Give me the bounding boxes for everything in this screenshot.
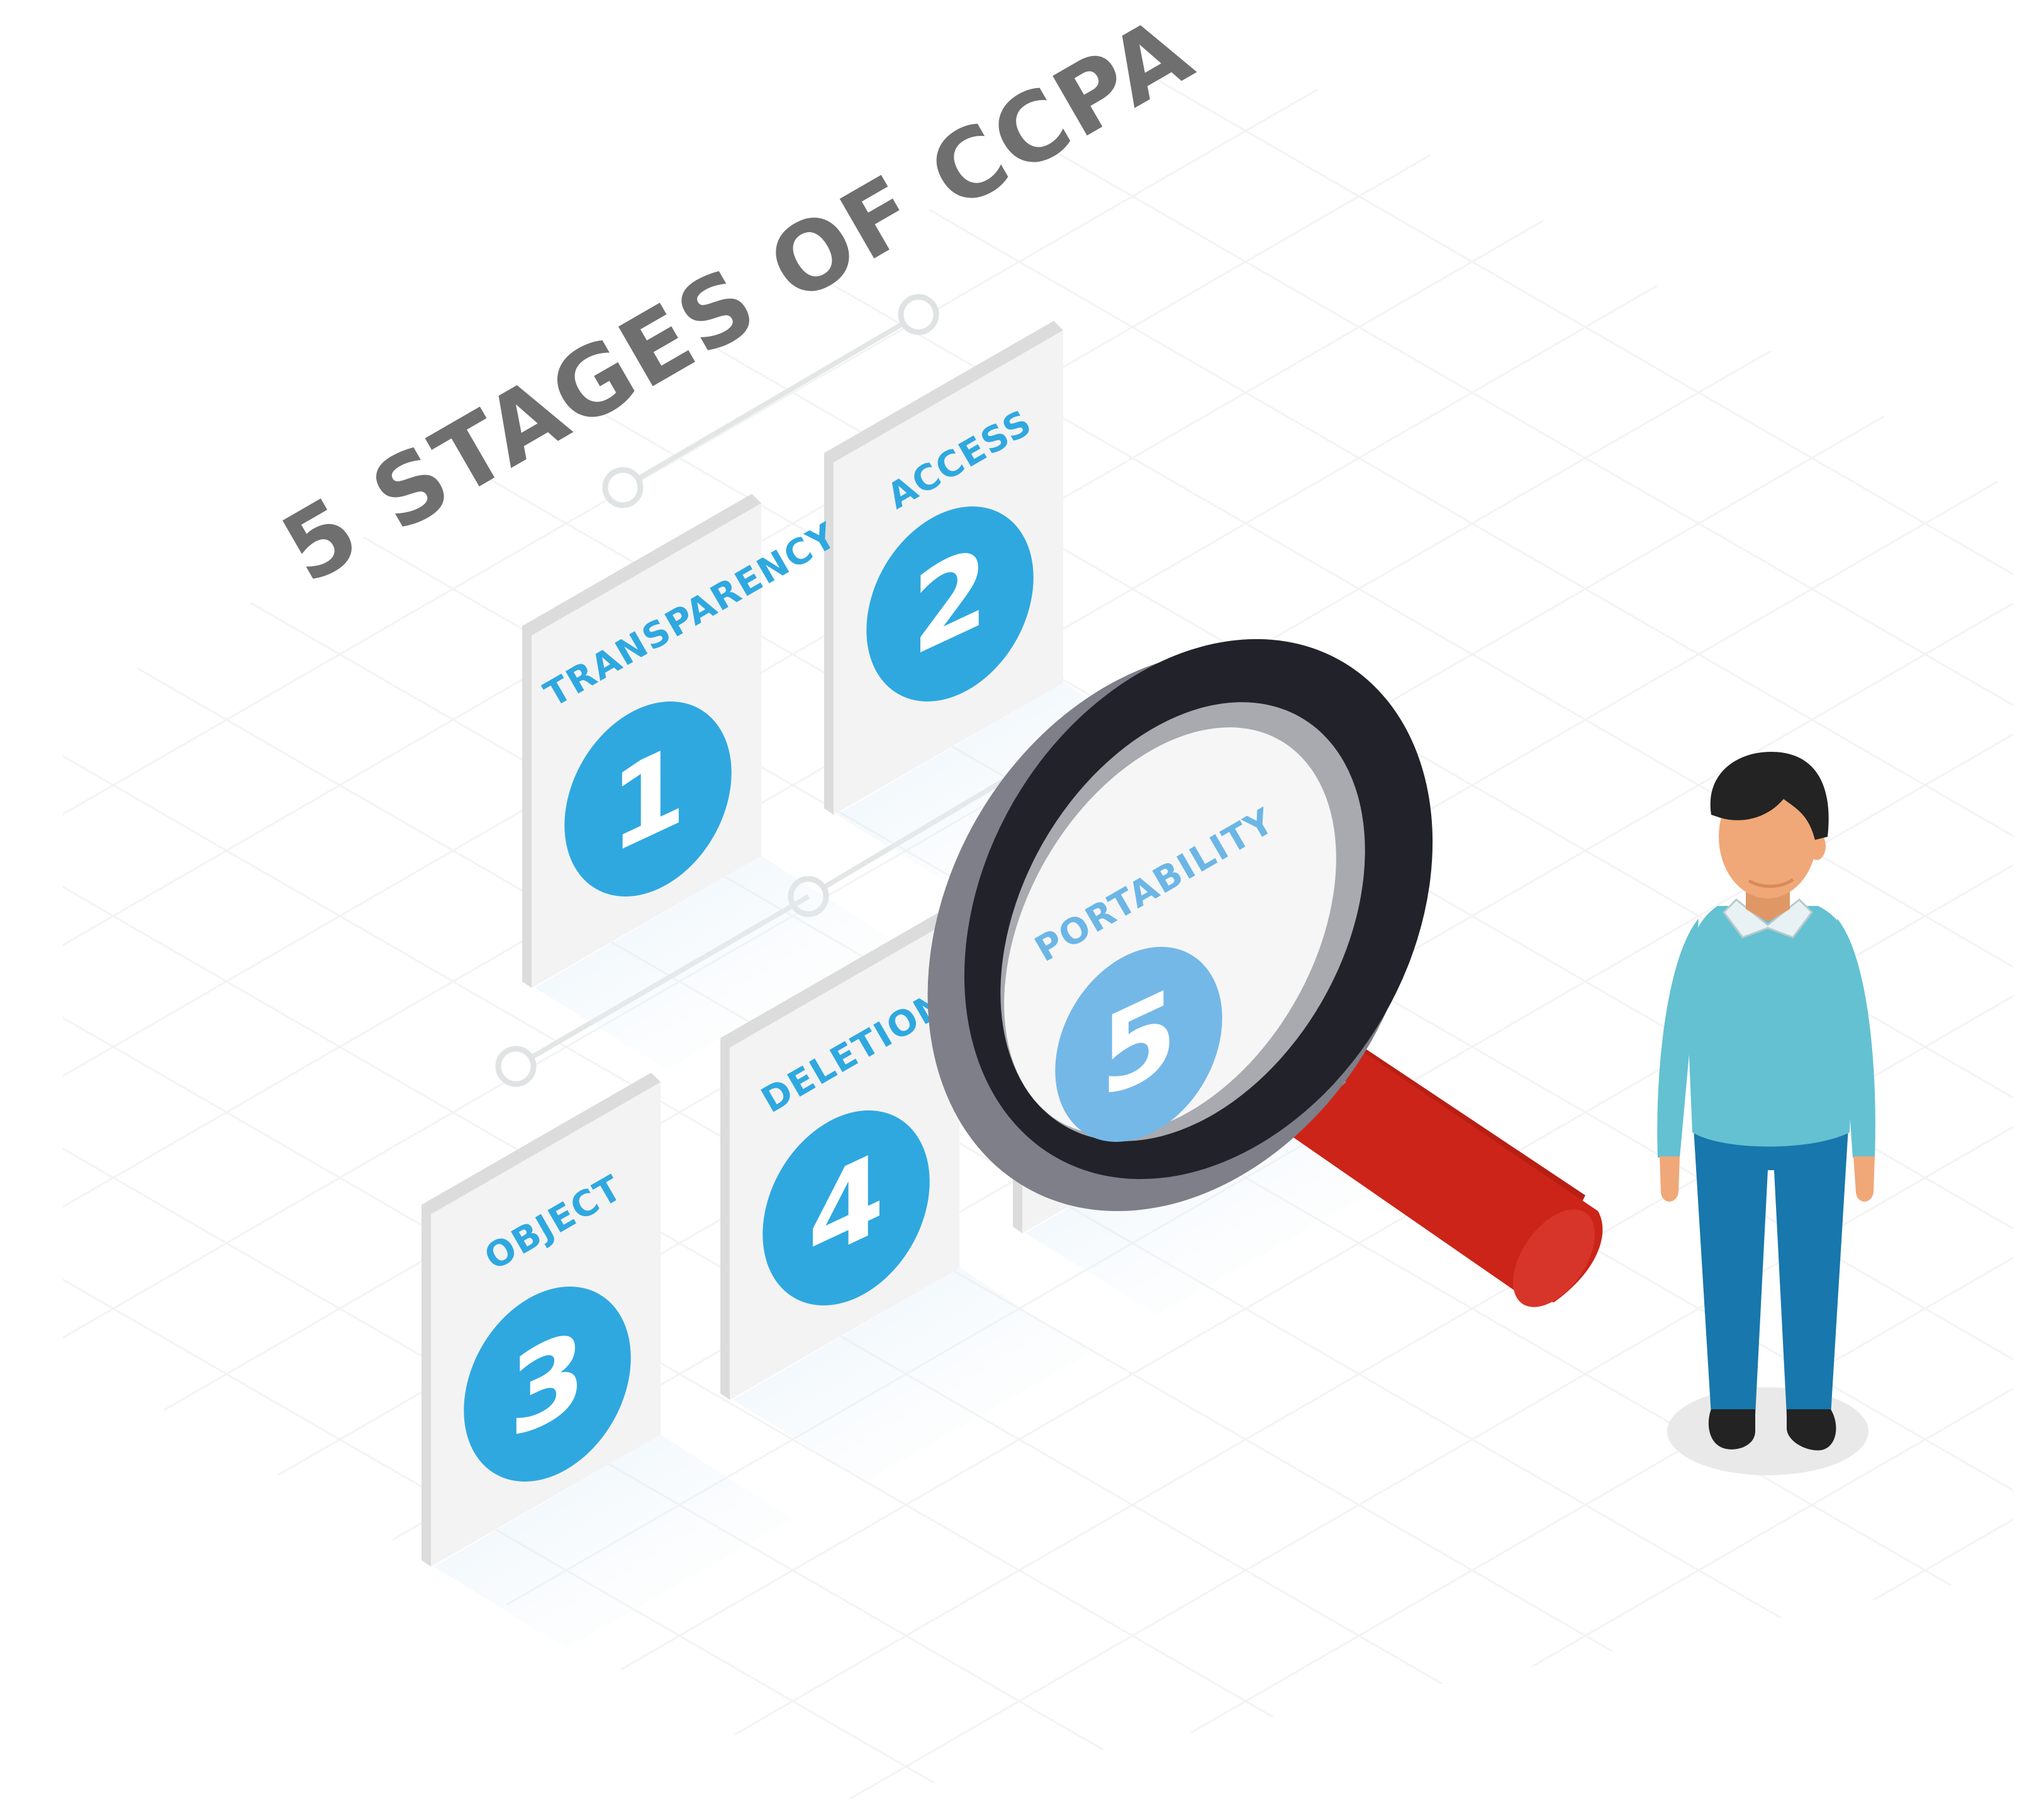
stage-card-1: TRANSPARENCY 1 <box>522 494 893 1070</box>
stage-circle-3 <box>464 1287 631 1482</box>
stage-circle-5 <box>1055 947 1222 1142</box>
stage-card-4: DELETION 4 <box>720 906 1092 1482</box>
magnifying-glass-icon: PORTABILITY 5 <box>927 639 1603 1307</box>
stage-circle-4 <box>762 1110 930 1305</box>
person-icon <box>1657 752 1875 1475</box>
connector-top <box>602 294 939 508</box>
stage-circle-1 <box>564 701 732 897</box>
stage-card-3: OBJECT 3 <box>422 1073 793 1648</box>
stage-circle-2 <box>866 506 1034 701</box>
